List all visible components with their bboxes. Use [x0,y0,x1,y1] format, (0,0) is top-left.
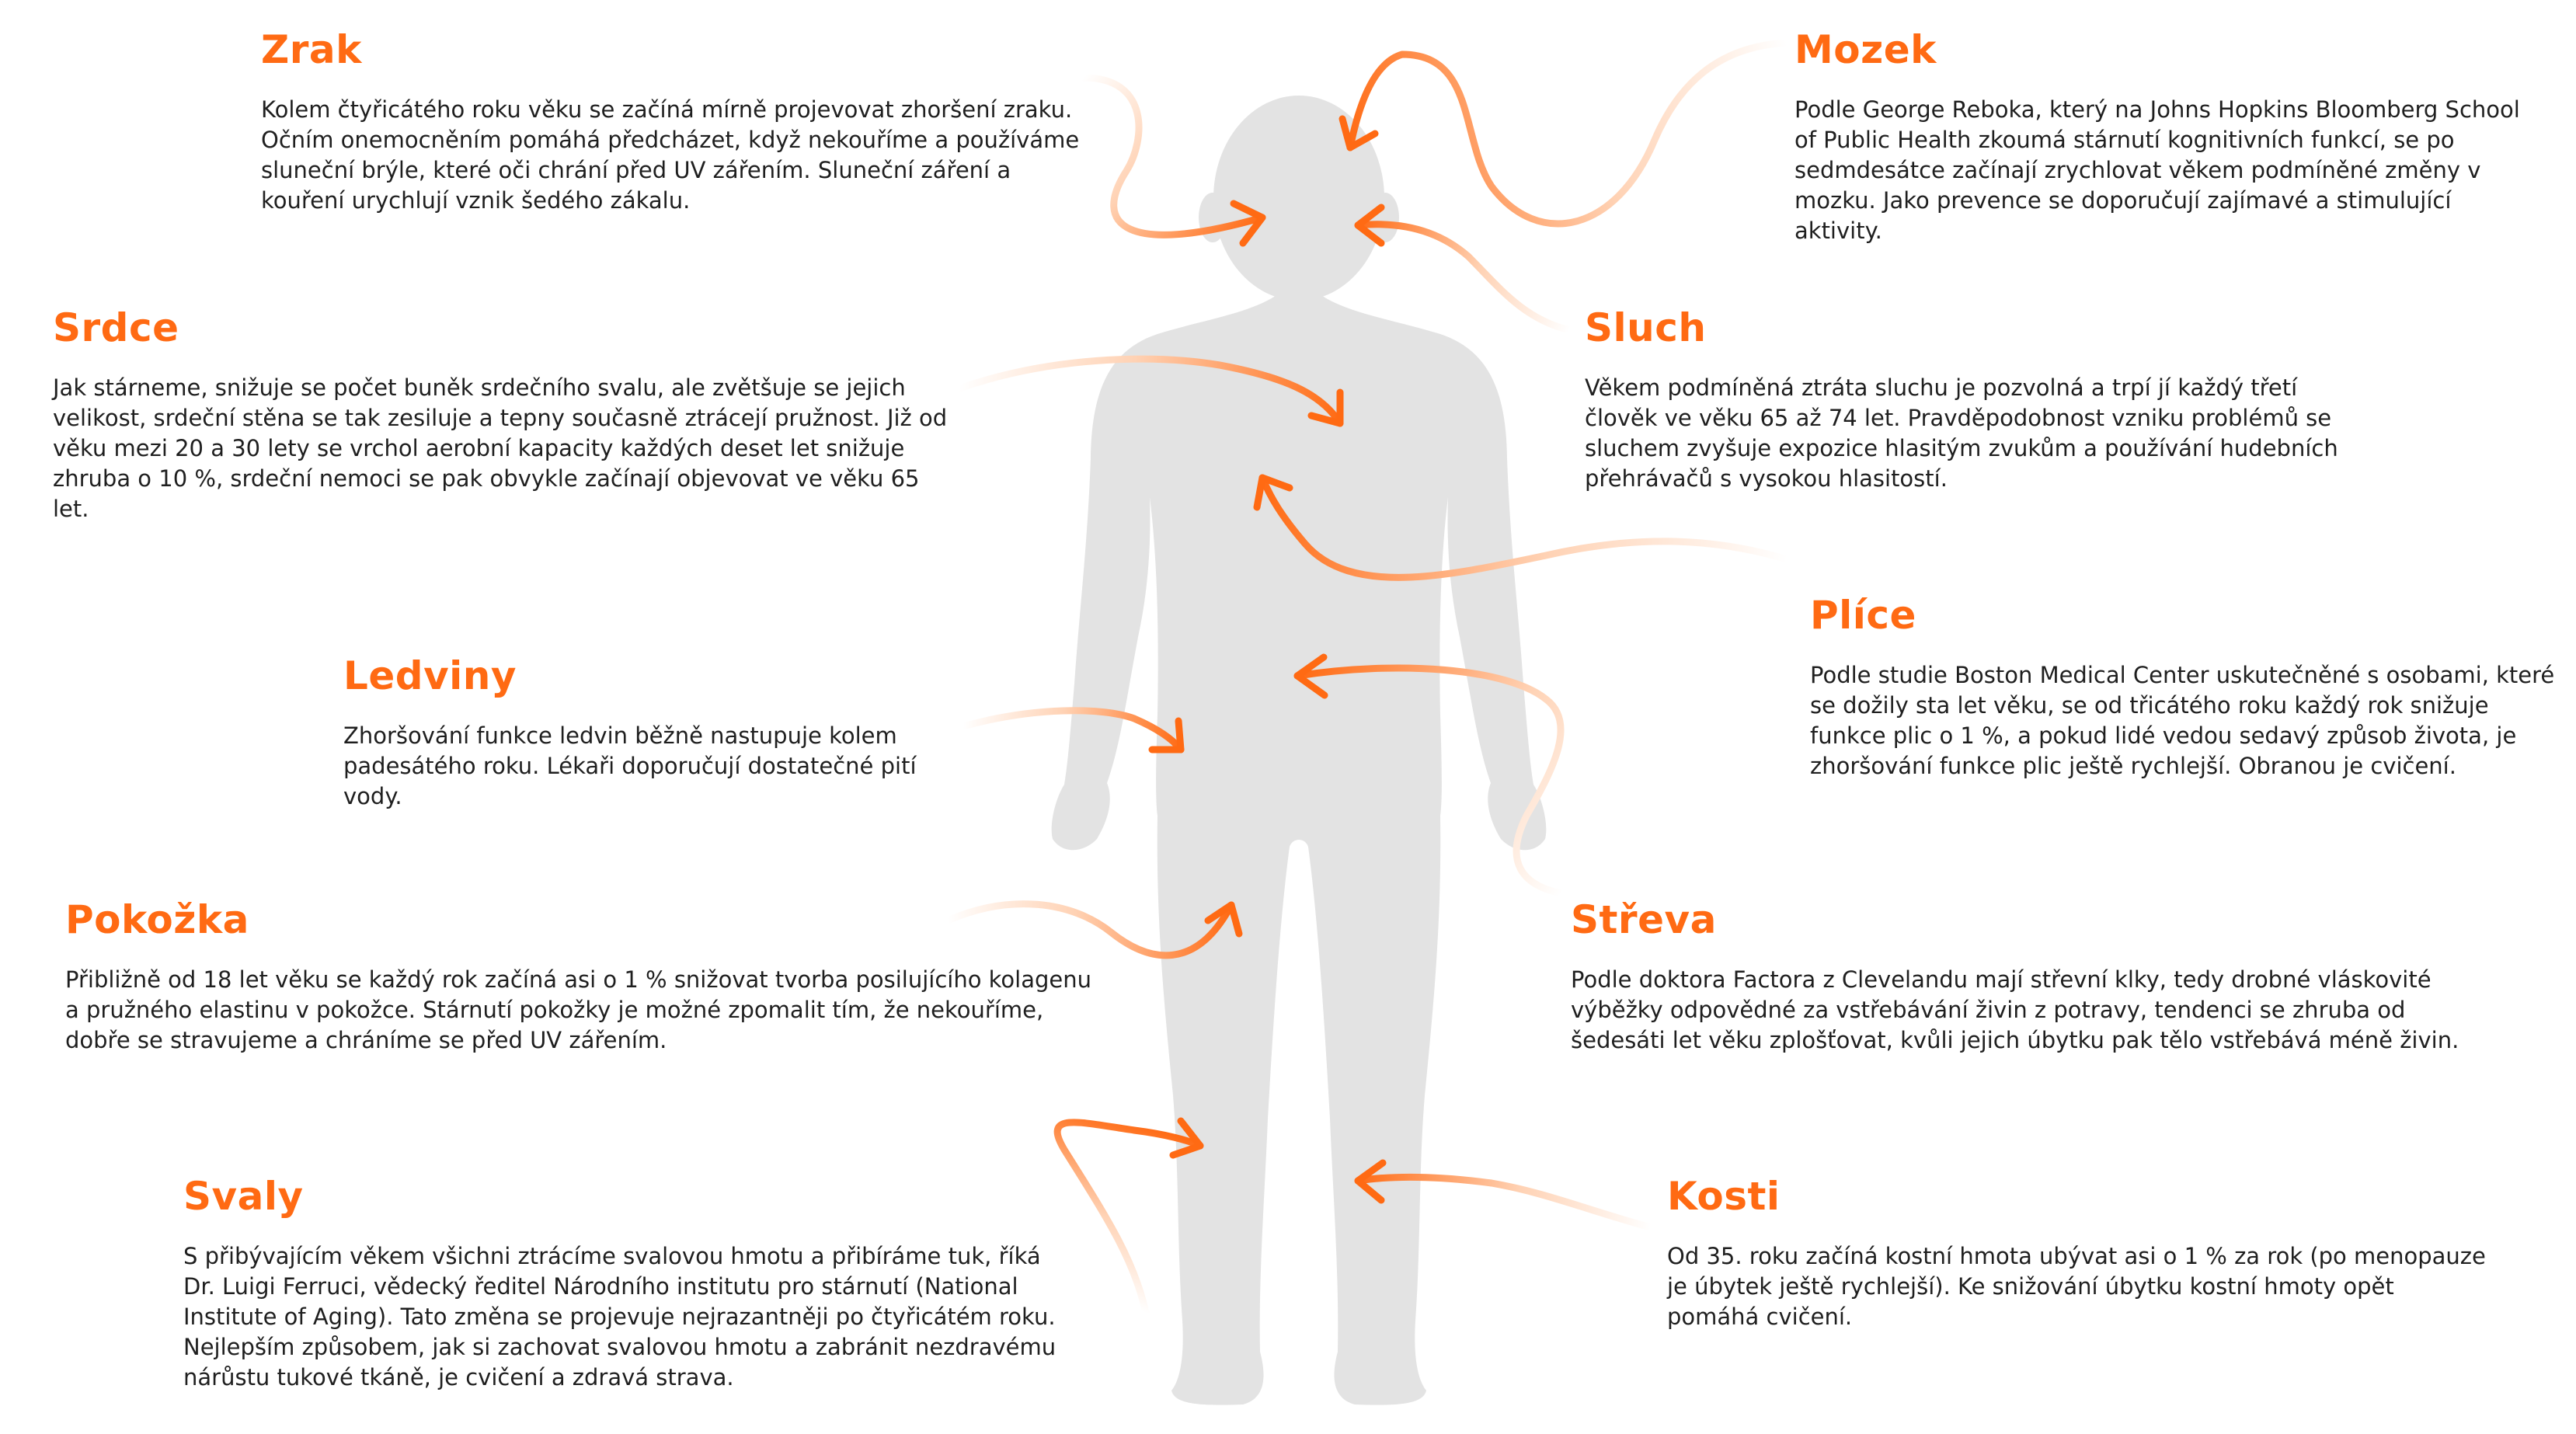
section-text: Přibližně od 18 let věku se každý rok za… [65,966,1092,1053]
section-text: Od 35. roku začíná kostní hmota ubývat a… [1667,1243,2486,1330]
section-title: Pokožka [65,897,249,942]
section-pokozka: Pokožka Přibližně od 18 let věku se každ… [65,896,1106,1056]
section-title: Ledviny [343,653,517,698]
section-text: Kolem čtyřicátého roku věku se začíná mí… [261,96,1080,214]
arrow-svaly-icon [1053,1117,1204,1317]
section-text: Podle studie Boston Medical Center uskut… [1810,662,2555,779]
arrow-pokozka-icon [944,900,1243,959]
human-body-silhouette-icon [1051,96,1547,1405]
arrow-mozek-icon [1338,39,1791,228]
section-text: S přibývajícím věkem všichni ztrácíme sv… [183,1243,1057,1390]
section-text: Podle George Reboka, který na Johns Hopk… [1794,96,2520,244]
arrow-plice-icon [1253,474,1791,581]
section-title: Plíce [1810,593,1916,638]
arrow-streva-icon [1293,653,1565,897]
section-kosti: Kosti Od 35. roku začíná kostní hmota ub… [1667,1173,2491,1332]
arrow-zrak-icon [1080,74,1266,247]
arrow-sluch-icon [1354,204,1573,334]
section-mozek: Mozek Podle George Reboka, který na John… [1794,26,2540,246]
arrow-ledviny-icon [959,707,1185,754]
section-text: Jak stárneme, snižuje se počet buněk srd… [53,374,948,522]
section-text: Zhoršování funkce ledvin běžně nastupuje… [343,722,917,809]
section-text: Podle doktora Factora z Clevelandu mají … [1571,966,2459,1053]
section-srdce: Srdce Jak stárneme, snižuje se počet bun… [53,305,962,524]
section-title: Srdce [53,305,179,350]
section-title: Kosti [1667,1174,1781,1219]
section-sluch: Sluch Věkem podmíněná ztráta sluchu je p… [1585,305,2362,494]
section-ledviny: Ledviny Zhoršování funkce ledvin běžně n… [343,653,980,812]
section-title: Mozek [1794,27,1937,72]
section-title: Střeva [1571,897,1717,942]
section-svaly: Svaly S přibývajícím věkem všichni ztrác… [183,1173,1077,1393]
section-text: Věkem podmíněná ztráta sluchu je pozvoln… [1585,374,2338,492]
arrow-kosti-icon [1354,1159,1655,1231]
section-plice: Plíce Podle studie Boston Medical Center… [1810,592,2556,781]
section-title: Sluch [1585,305,1707,350]
section-title: Svaly [183,1174,304,1219]
section-title: Zrak [261,27,362,72]
section-zrak: Zrak Kolem čtyřicátého roku věku se začí… [261,26,1084,216]
section-streva: Střeva Podle doktora Factora z Cleveland… [1571,896,2487,1056]
arrow-srdce-icon [956,355,1344,427]
